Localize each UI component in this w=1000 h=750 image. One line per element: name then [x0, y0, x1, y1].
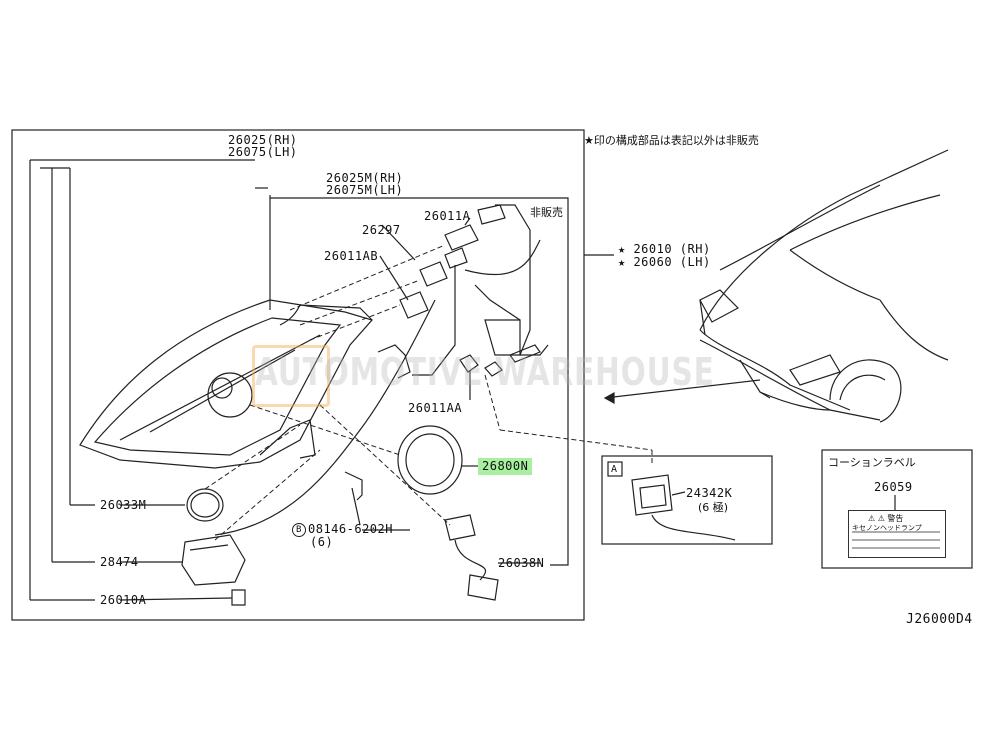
part-label-26011a: 26011A: [424, 209, 471, 223]
diagram-code: J26000D4: [906, 612, 973, 627]
outer-frame: [11, 129, 585, 621]
part-label-26038n: 26038N: [498, 556, 545, 570]
part-label-26075m-lh: 26075M(LH): [326, 183, 404, 197]
part-label-26800n-highlighted[interactable]: 26800N: [478, 458, 533, 475]
part-qty-08146: (6): [310, 535, 334, 549]
watermark-text: AUTOMOTIVE WAREHOUSE: [255, 350, 715, 394]
part-label-26010-rh: ★ 26010 (RH): [618, 242, 711, 256]
car-outline: [699, 149, 949, 423]
caution-sticker-text: キセノンヘッドランプ: [852, 524, 922, 532]
not-for-sale-label: 非販売: [530, 206, 563, 219]
part-label-26060-lh: ★ 26060 (LH): [618, 255, 711, 269]
part-label-26033m: 26033M: [100, 498, 147, 512]
part-label-26025m-rh: 26025M(RH): [326, 171, 404, 185]
caution-sticker-warning: ⚠ ⚠ 警告: [868, 514, 904, 523]
part-label-28474: 28474: [100, 555, 139, 569]
part-label-26075-lh: 26075(LH): [228, 145, 298, 159]
caution-label-box: [821, 449, 973, 569]
part-label-24342k: 24342K: [686, 486, 733, 500]
caution-label-title: コーションラベル: [828, 456, 916, 469]
part-label-26011ab: 26011AB: [324, 249, 379, 263]
part-label-26011aa: 26011AA: [408, 401, 463, 415]
headlamp-housing: [79, 299, 374, 469]
part-label-26297: 26297: [362, 223, 401, 237]
bolt-marker: B: [292, 522, 306, 537]
part-label-26010a: 26010A: [100, 593, 147, 607]
part-label-26059: 26059: [874, 480, 913, 494]
notice-text: ★印の構成部品は表記以外は非販売: [584, 134, 759, 147]
part-label-08146-6202h: 08146-6202H: [308, 522, 393, 536]
part-label-24342k-pins: (6 極): [698, 501, 729, 514]
detail-a-marker: A: [611, 464, 618, 475]
detail-a-box: [601, 455, 773, 545]
part-label-26025-rh: 26025(RH): [228, 133, 298, 147]
watermark-logo: [252, 345, 330, 407]
caution-label-sticker: [848, 510, 946, 558]
